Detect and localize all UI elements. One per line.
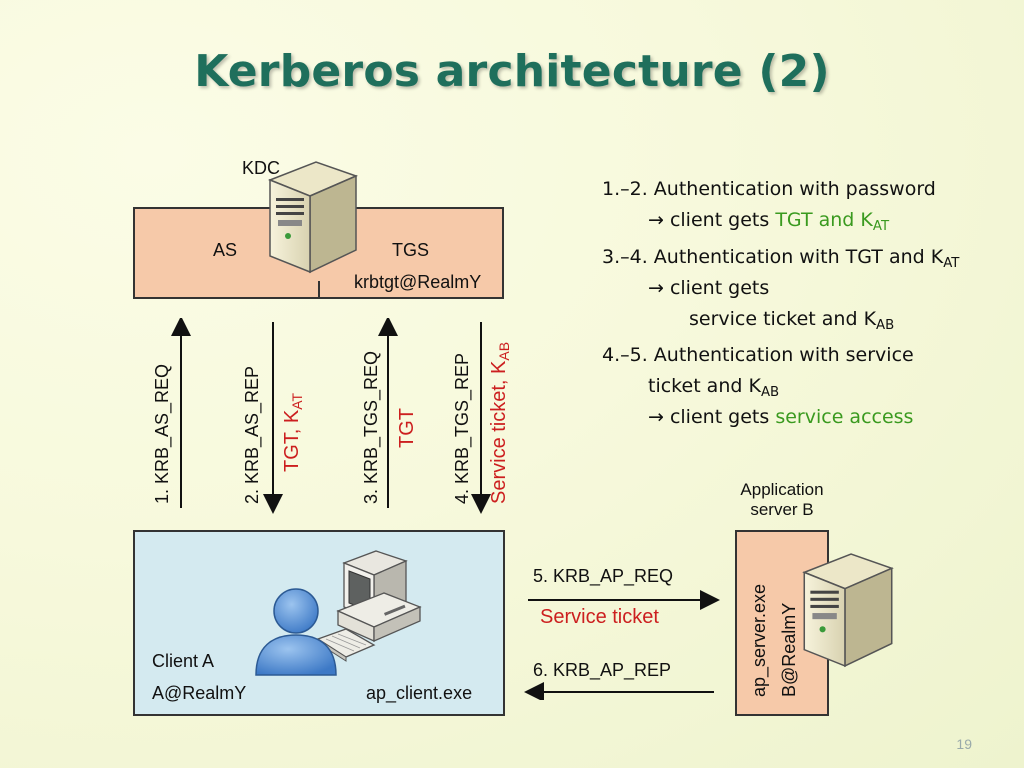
note-2-line2: → client gets [648, 277, 770, 299]
page-title: Kerberos architecture (2) [194, 46, 830, 97]
app-server-label: Application server B [740, 480, 824, 519]
payload-service-ticket: Service ticket [540, 606, 659, 628]
msg-as-req: 1. KRB_AS_REQ [152, 363, 172, 504]
payload-service-ticket-kab: Service ticket, KAB [488, 341, 513, 504]
client-exe: ap_client.exe [366, 683, 473, 703]
app-server-principal: B@RealmY [779, 602, 799, 697]
tgs-label: TGS [392, 240, 430, 260]
tgs-principal: krbtgt@RealmY [354, 272, 482, 292]
msg-tgs-req: 3. KRB_TGS_REQ [361, 350, 381, 504]
msg-ap-req: 5. KRB_AP_REQ [533, 566, 674, 586]
note-3-line3: → client gets service access [648, 406, 914, 428]
kdc-label: KDC [242, 158, 281, 178]
as-label: AS [213, 240, 238, 260]
note-2-line1: 3.–4. Authentication with TGT and KAT [602, 246, 960, 271]
note-2-line3: service ticket and KAB [689, 308, 895, 333]
msg-ap-rep: 6. KRB_AP_REP [533, 660, 672, 680]
note-3-line2: ticket and KAB [648, 375, 780, 400]
kdc-server-icon [267, 161, 359, 274]
user-icon [255, 588, 337, 676]
computer-icon [316, 550, 422, 662]
kdc-arrows [171, 318, 491, 514]
payload-tgt-kat: TGT, KAT [281, 392, 306, 472]
app-server-icon [802, 553, 894, 668]
client-name: Client A [152, 651, 215, 671]
note-1-line2: → client gets TGT and KAT [648, 209, 890, 234]
note-1-line1: 1.–2. Authentication with password [602, 178, 936, 200]
app-server-exe: ap_server.exe [749, 583, 769, 697]
note-3-line1: 4.–5. Authentication with service [602, 344, 914, 366]
kdc-divider [318, 281, 320, 299]
client-box [133, 530, 505, 716]
msg-tgs-rep: 4. KRB_TGS_REP [452, 352, 472, 504]
payload-tgt: TGT [396, 408, 418, 448]
page-number: 19 [956, 736, 972, 752]
ap-arrows [524, 590, 720, 700]
client-principal: A@RealmY [152, 683, 247, 703]
msg-as-rep: 2. KRB_AS_REP [242, 365, 262, 504]
